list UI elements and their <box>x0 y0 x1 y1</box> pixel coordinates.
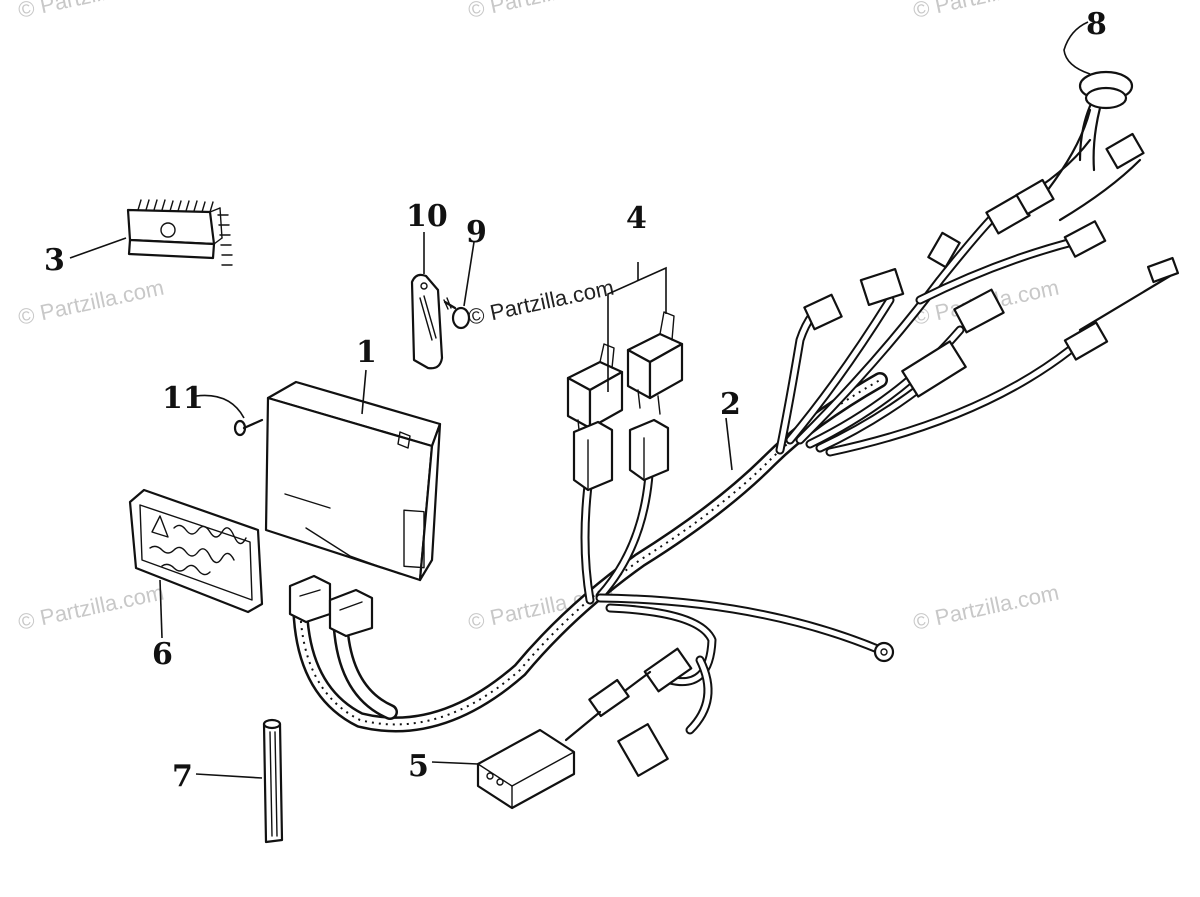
relay-right <box>626 311 684 415</box>
callout-1: 1 <box>356 335 377 370</box>
part-8-socket[interactable] <box>1078 70 1134 172</box>
module-pins <box>137 199 233 266</box>
part-1-control-unit[interactable] <box>264 380 442 582</box>
callout-4: 4 <box>626 201 647 236</box>
part-11-screw[interactable] <box>233 418 264 437</box>
warning-triangle-icon <box>151 515 169 538</box>
part-6-warning-label[interactable] <box>128 488 264 614</box>
watermark-text: © Partzilla.com <box>16 580 166 635</box>
part-10-bracket[interactable] <box>410 273 444 370</box>
part-2-wiring-harness[interactable] <box>288 108 1180 777</box>
ecu-plugs <box>288 574 374 638</box>
part-5-connector[interactable] <box>476 710 602 810</box>
relay-sockets <box>572 418 670 492</box>
callout-6: 6 <box>152 637 173 672</box>
callout-3: 3 <box>44 243 65 278</box>
module-logo-icon <box>160 222 176 238</box>
watermark-text: © Partzilla.com <box>911 580 1061 635</box>
watermark-text: © Partzilla.com <box>911 0 1061 23</box>
callout-10: 10 <box>406 199 448 234</box>
callout-5: 5 <box>408 749 429 784</box>
part-3-module[interactable] <box>126 199 233 266</box>
ring-terminal <box>873 641 895 663</box>
watermark-text: © Partzilla.com <box>16 275 166 330</box>
callout-8: 8 <box>1086 7 1107 42</box>
callout-11: 11 <box>162 381 204 416</box>
callout-labels: 1 2 3 4 5 6 7 8 9 10 11 <box>44 7 1107 794</box>
watermark-text: © Partzilla.com <box>16 0 166 23</box>
leader-lines <box>69 21 1091 779</box>
callout-2: 2 <box>720 387 741 422</box>
callout-7: 7 <box>172 759 193 794</box>
watermark-text: © Partzilla.com <box>466 275 616 330</box>
part-7-tube[interactable] <box>262 718 284 844</box>
callout-9: 9 <box>466 215 487 250</box>
part-9-screw[interactable] <box>443 297 471 330</box>
inline-connectors <box>588 647 693 777</box>
watermark-text: © Partzilla.com <box>466 0 616 23</box>
harness-connectors <box>803 132 1180 398</box>
